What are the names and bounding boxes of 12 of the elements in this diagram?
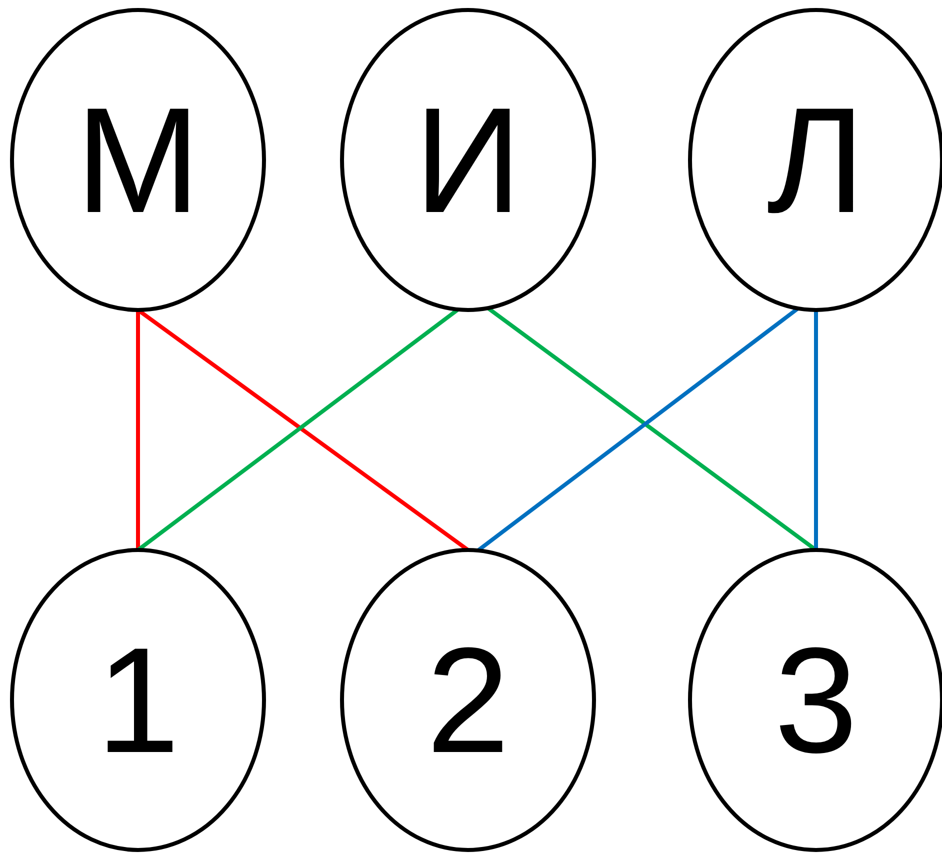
node-label: Л <box>766 85 866 235</box>
connector-line <box>136 310 140 550</box>
oval-node <box>10 8 266 312</box>
oval-node <box>10 548 266 852</box>
node-label: 2 <box>426 625 510 775</box>
node-label: 3 <box>774 625 858 775</box>
node-label: 1 <box>96 625 180 775</box>
oval-node <box>340 8 596 312</box>
node-label: М <box>76 85 200 235</box>
connector-line <box>814 310 818 550</box>
node-label: И <box>414 85 522 235</box>
oval-node <box>340 548 596 852</box>
